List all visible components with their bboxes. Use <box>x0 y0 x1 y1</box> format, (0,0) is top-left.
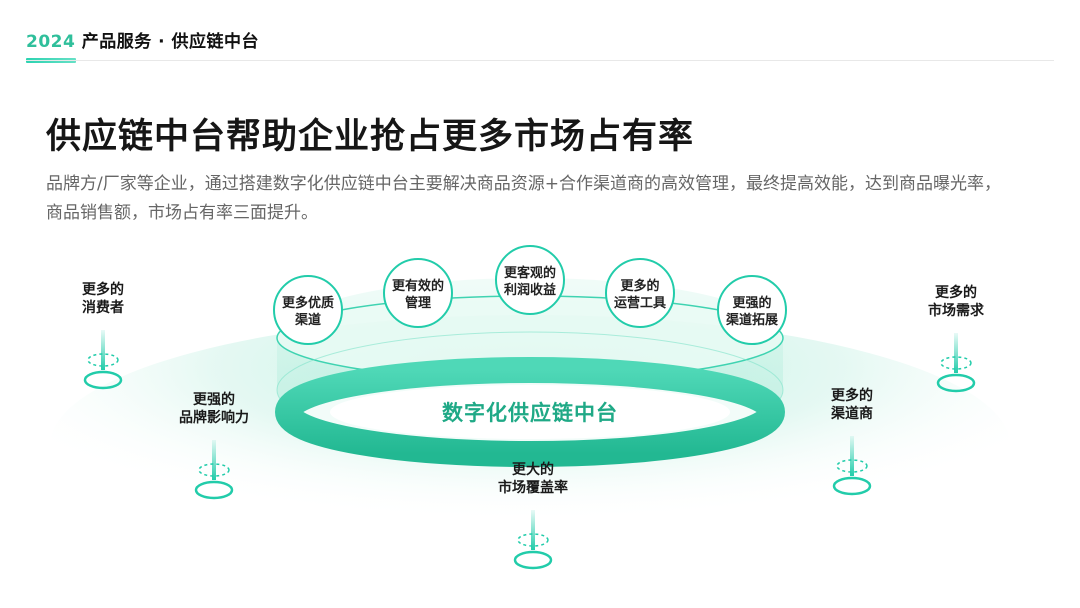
header-section: 产品服务 · 供应链中台 <box>81 32 260 52</box>
top-node-circle <box>383 258 453 328</box>
top-node-label-line2: 渠道 <box>294 312 321 328</box>
outcome-stem <box>850 436 854 476</box>
outcome-base-ring <box>194 480 234 500</box>
top-node-label-line1: 更有效的 <box>392 278 444 294</box>
outcome-base-ring <box>936 373 976 393</box>
header-title: 2024 产品服务 · 供应链中台 <box>26 27 259 52</box>
supply-chain-diagram: 数字化供应链中台 更多优质渠道更有效的管理更客观的利润收益更多的运营工具更强的渠… <box>50 245 1010 575</box>
outcome-stem <box>212 440 216 480</box>
top-node-label-line1: 更多的 <box>620 278 659 294</box>
outcome-label-line1: 更大的 <box>512 461 554 478</box>
outcome-label-line2: 市场需求 <box>928 302 985 319</box>
outcome-label-line1: 更多的 <box>831 387 873 404</box>
outcome-dashed-ring <box>517 533 549 547</box>
outcome-dashed-ring <box>87 353 119 367</box>
top-node-circle <box>717 275 787 345</box>
outcome-base-ring <box>83 370 123 390</box>
top-node-circle <box>273 275 343 345</box>
top-node-label-line1: 更强的 <box>732 295 771 311</box>
page-subtitle: 品牌方/厂家等企业，通过搭建数字化供应链中台主要解决商品资源+合作渠道商的高效管… <box>46 174 1001 223</box>
top-node-label-line2: 运营工具 <box>614 295 666 311</box>
outcome-label-line2: 消费者 <box>82 299 124 316</box>
outcome-base-ring <box>513 550 553 570</box>
center-ring-inner <box>330 385 730 439</box>
top-nodes: 更多优质渠道更有效的管理更客观的利润收益更多的运营工具更强的渠道拓展 <box>273 245 787 345</box>
outcome-label-line1: 更多的 <box>82 281 124 298</box>
outcome-dashed-ring <box>836 459 868 473</box>
top-node-label-line2: 管理 <box>405 295 431 311</box>
top-node-label-line2: 渠道拓展 <box>725 312 779 328</box>
top-node-label-line2: 利润收益 <box>504 282 556 298</box>
top-node-label-line1: 更多优质 <box>282 295 334 311</box>
outcome-label-line2: 市场覆盖率 <box>498 479 568 496</box>
outcome-label-line2: 渠道商 <box>830 405 873 422</box>
page-title: 供应链中台帮助企业抢占更多市场占有率 <box>46 117 695 157</box>
outcome-dashed-ring <box>940 356 972 370</box>
outcome-label-line2: 品牌影响力 <box>179 409 249 426</box>
top-node-circle <box>495 245 565 315</box>
header-divider <box>26 60 1054 61</box>
outcome-stem <box>954 333 958 373</box>
top-node-label-line1: 更客观的 <box>504 265 556 281</box>
outcome-stem <box>101 330 105 370</box>
outcome-stem <box>531 510 535 550</box>
outcome-label-line1: 更强的 <box>193 391 235 408</box>
header-year: 2024 <box>26 32 76 52</box>
outcome-dashed-ring <box>198 463 230 477</box>
outcome-label-line1: 更多的 <box>935 284 977 301</box>
top-node-circle <box>605 258 675 328</box>
center-label: 数字化供应链中台 <box>442 401 618 425</box>
outcome-base-ring <box>832 476 872 496</box>
